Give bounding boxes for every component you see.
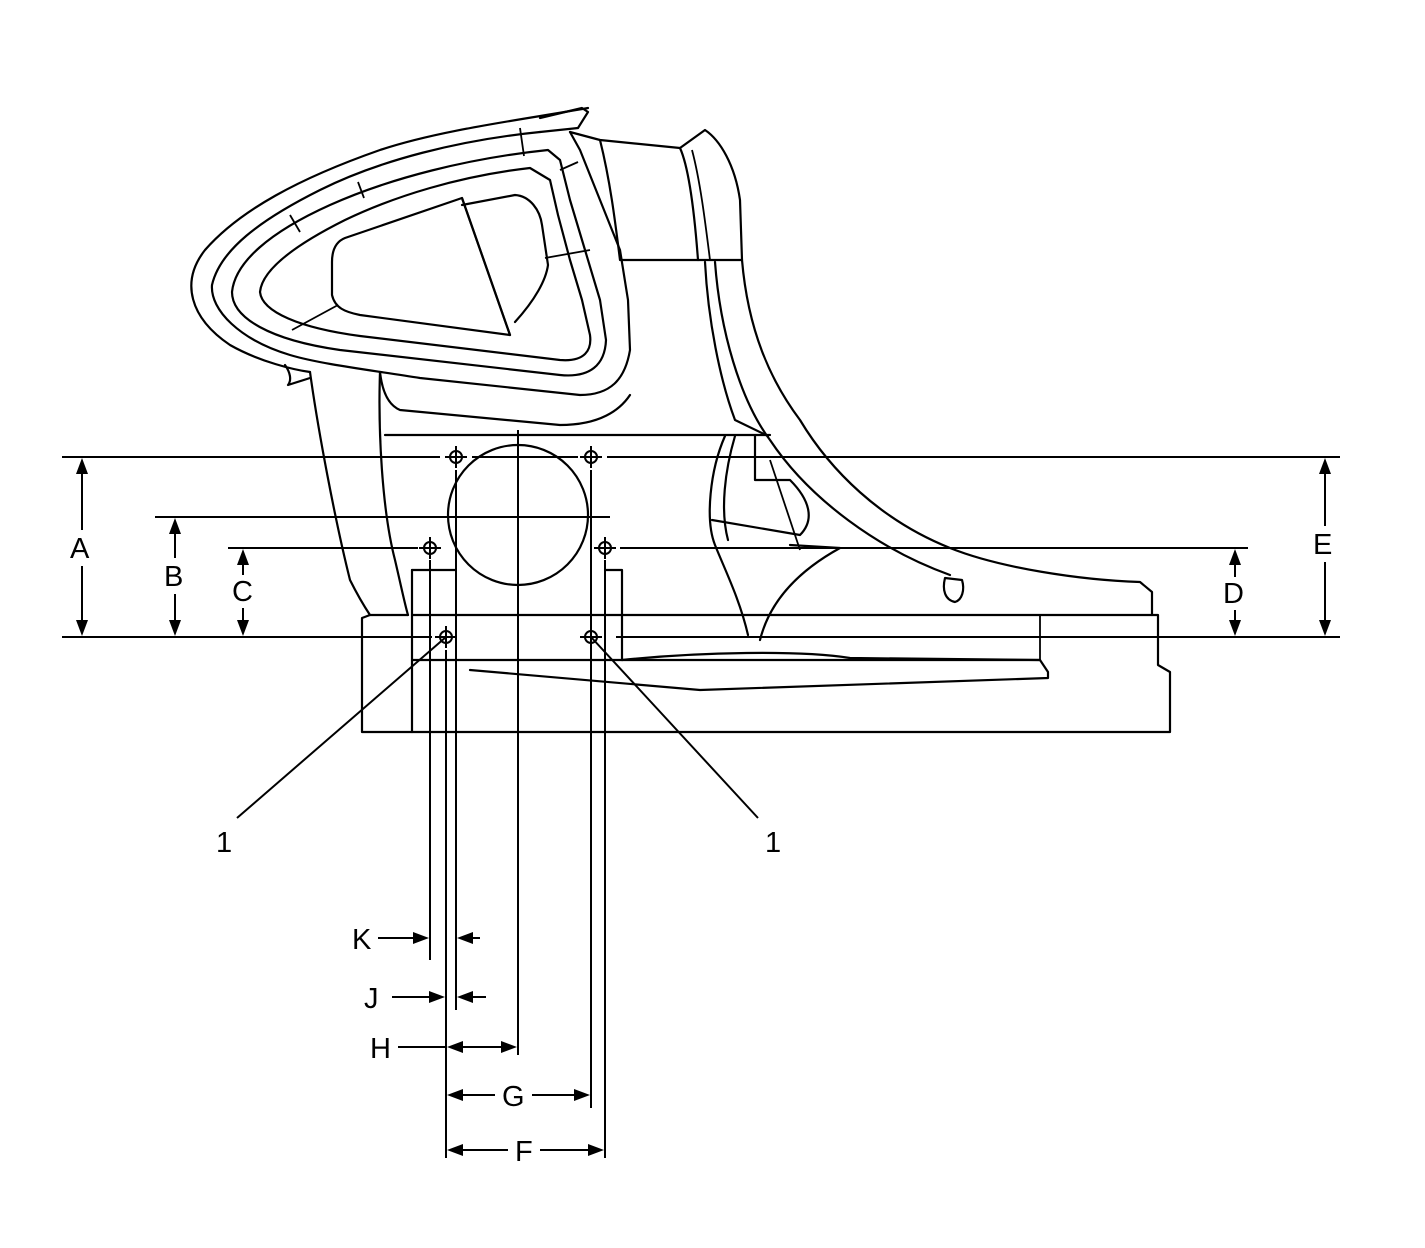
dimension-h-label: H <box>370 1033 391 1065</box>
dimension-g: G <box>447 1081 590 1113</box>
dimension-k-label: K <box>352 924 372 956</box>
callout-leaders <box>236 636 759 819</box>
hole-upper-left <box>445 446 467 468</box>
dimension-e-label: E <box>1313 529 1332 561</box>
hole-upper-right <box>580 446 602 468</box>
hole-mid-right <box>594 537 616 559</box>
dimension-j-label: J <box>364 983 379 1015</box>
callout-1-right: 1 <box>765 827 781 859</box>
dimension-d-label: D <box>1223 578 1244 610</box>
dimension-j: J <box>364 983 486 1015</box>
dimension-a-label: A <box>70 533 90 565</box>
dimension-c-label: C <box>232 576 253 608</box>
dimension-b: B <box>164 518 183 636</box>
dimension-h: H <box>370 1033 517 1065</box>
dimension-g-label: G <box>502 1081 525 1113</box>
dimension-d: D <box>1223 549 1244 636</box>
measurement-holes <box>419 446 616 648</box>
dimension-a: A <box>70 458 90 636</box>
callout-1-left: 1 <box>216 827 232 859</box>
dimension-e: E <box>1313 458 1332 636</box>
tire-center-mark <box>508 507 528 527</box>
dimension-f: F <box>447 1136 604 1168</box>
dimension-k: K <box>352 924 480 956</box>
hole-mid-left <box>419 537 441 559</box>
dimension-c: C <box>232 549 253 636</box>
datum-lines <box>62 430 1340 1158</box>
dimension-b-label: B <box>164 561 183 593</box>
dimension-f-label: F <box>515 1136 533 1168</box>
quarter-panel-outline <box>190 106 1172 734</box>
